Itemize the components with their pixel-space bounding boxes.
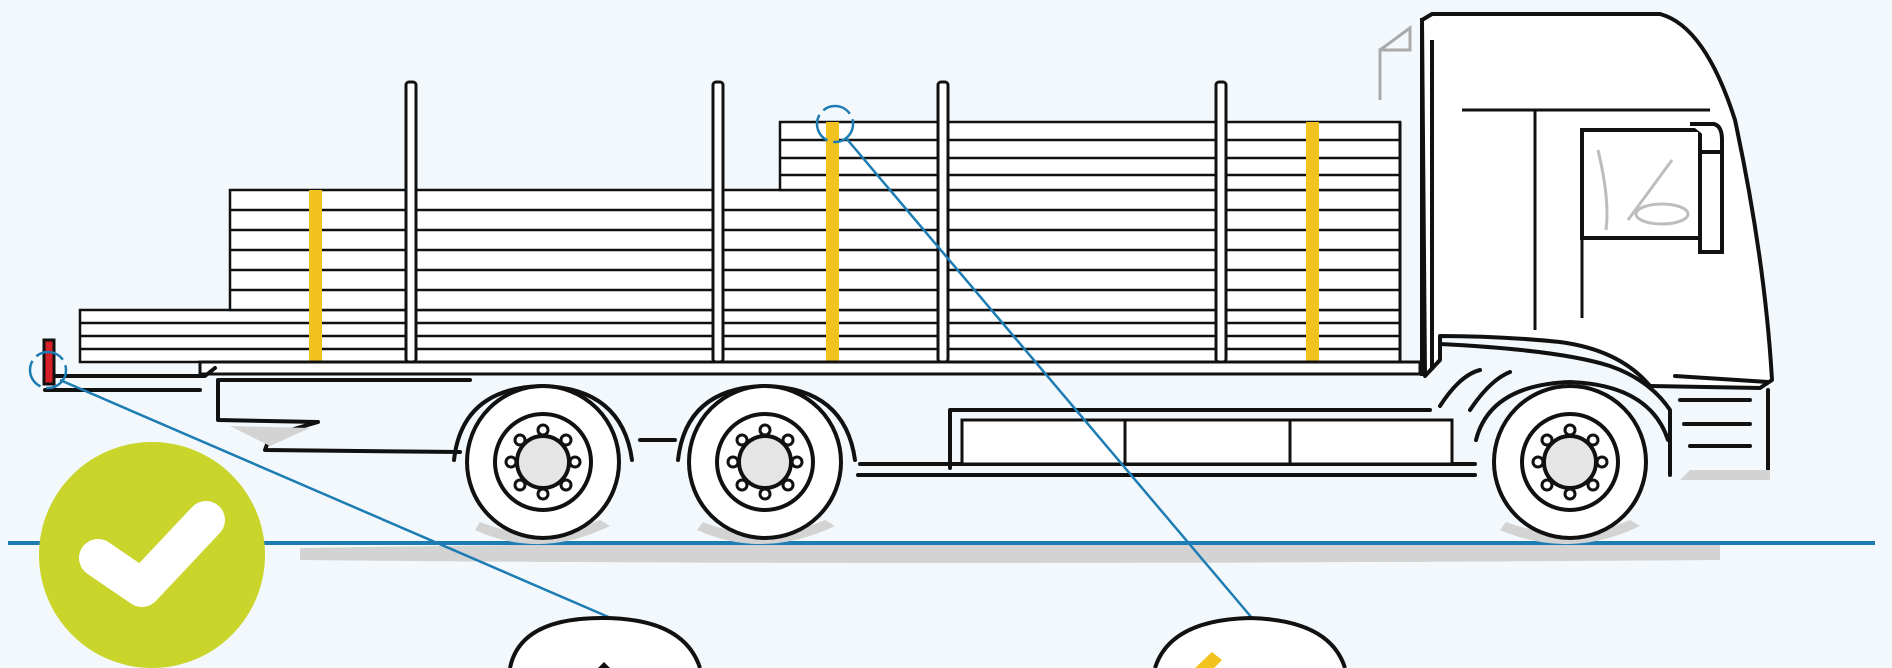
- callout-bubble-right: [1155, 618, 1345, 668]
- timber-load: [80, 28, 1410, 362]
- front-axle-wheel: [1476, 382, 1668, 544]
- strap-front: [1306, 122, 1319, 362]
- strap-rear: [309, 190, 322, 362]
- approved-badge: [39, 442, 265, 668]
- rear-marker-light: [44, 340, 54, 384]
- side-tank: [962, 420, 1452, 464]
- stake-4: [1216, 82, 1226, 362]
- load-bed: [200, 362, 1420, 374]
- stake-1: [406, 82, 416, 362]
- rear-axle-wheel-2: [678, 386, 855, 544]
- strap-middle: [826, 122, 839, 362]
- callout-bubble-left: [510, 618, 700, 668]
- rear-axle-wheel-1: [454, 386, 632, 544]
- stake-2: [713, 82, 723, 362]
- stake-3: [938, 82, 948, 362]
